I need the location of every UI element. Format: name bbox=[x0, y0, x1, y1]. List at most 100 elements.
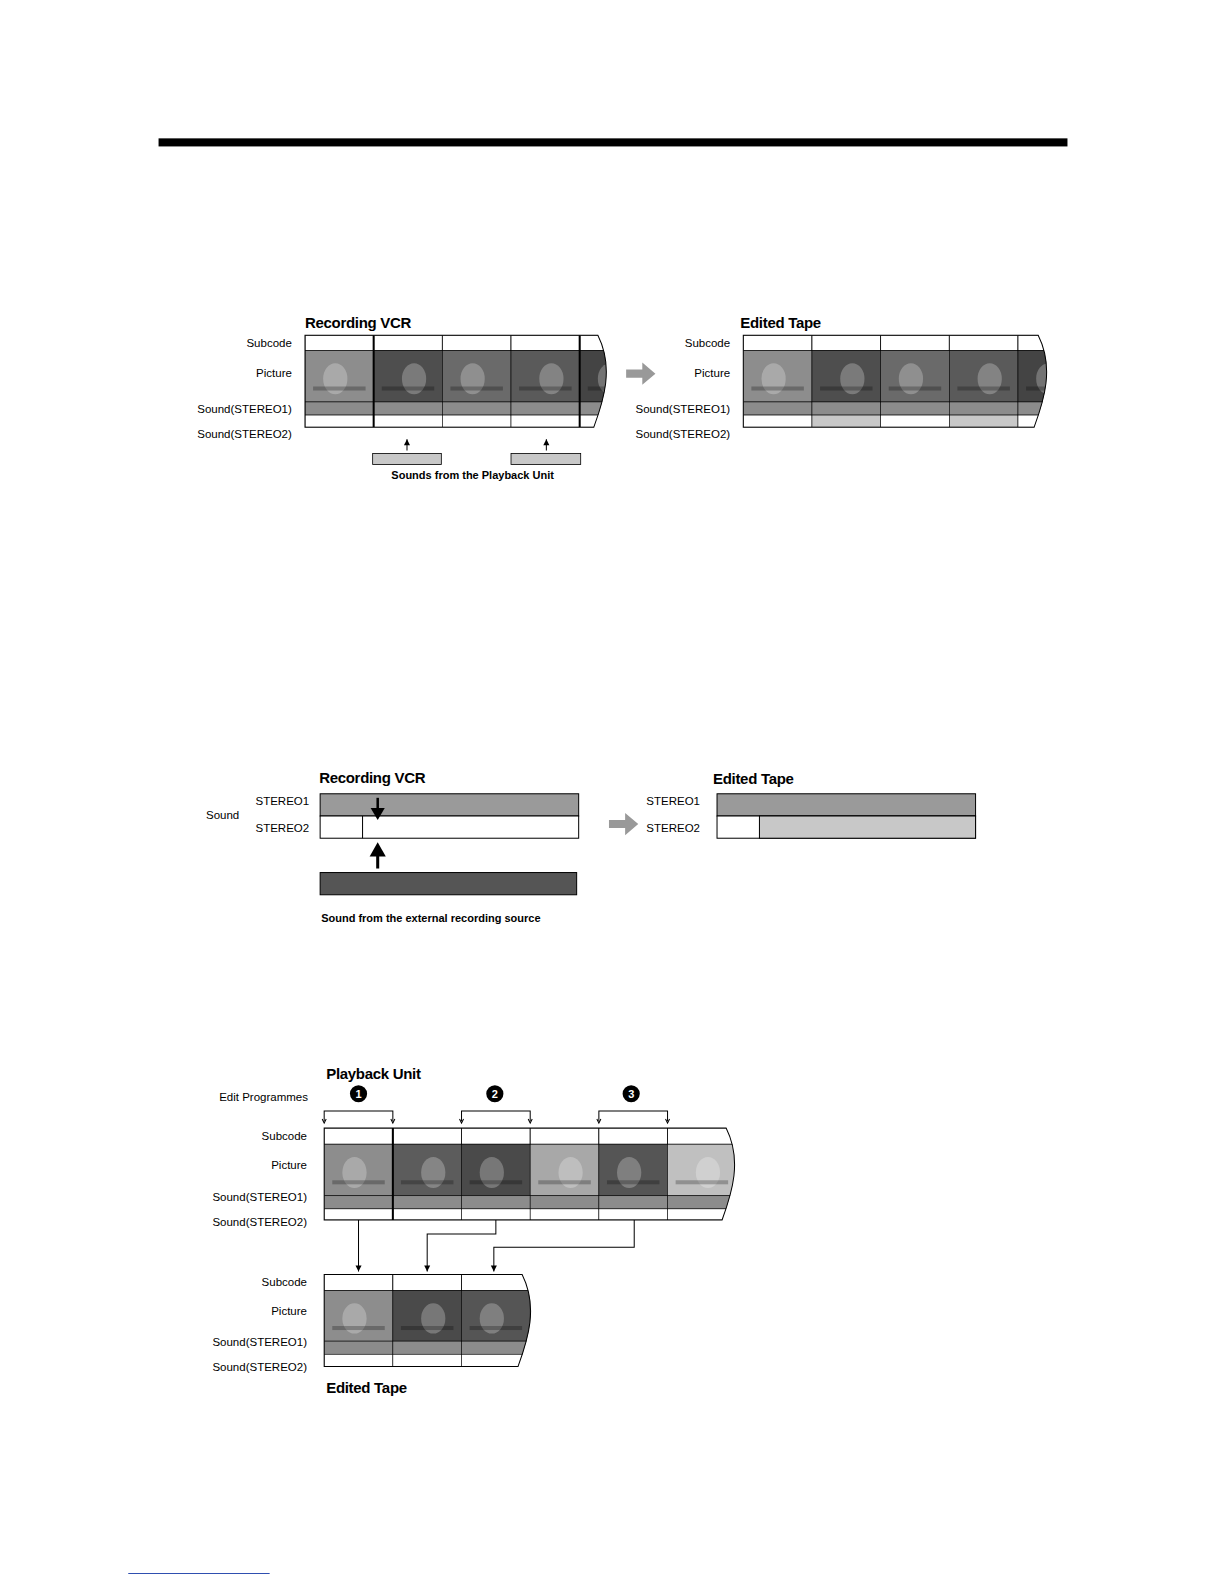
dubbed-sound bbox=[759, 816, 975, 838]
subcode-cell bbox=[1018, 335, 1087, 350]
stereo2-track bbox=[305, 415, 374, 427]
subcode-cell bbox=[462, 1274, 531, 1290]
stereo1-track bbox=[393, 1341, 462, 1354]
subcode-cell bbox=[668, 1128, 737, 1144]
in-point-arrow-head bbox=[371, 808, 385, 820]
section-title: Recording VCR bbox=[305, 315, 411, 332]
source-note: Sound from the external recording source bbox=[321, 912, 540, 924]
subcode-cell bbox=[324, 1274, 393, 1290]
callout-number: 1 bbox=[355, 1088, 361, 1100]
transfer-arrow bbox=[626, 363, 655, 385]
bracket-tick bbox=[460, 1119, 464, 1123]
picture-frame bbox=[324, 1291, 393, 1341]
picture-detail bbox=[676, 1180, 729, 1184]
stereo1-track bbox=[1018, 402, 1087, 415]
external-source-bar bbox=[320, 873, 577, 895]
track-label: Sound(STEREO2) bbox=[636, 428, 731, 441]
track-label: Sound(STEREO1) bbox=[636, 403, 731, 416]
callout-circle bbox=[623, 1085, 640, 1102]
tape-strip bbox=[324, 1274, 530, 1366]
track-label: Subcode bbox=[262, 1130, 307, 1143]
section-title: Edited Tape bbox=[713, 770, 794, 787]
picture-detail bbox=[889, 386, 942, 390]
tape-outline bbox=[743, 335, 1046, 427]
stereo1-track bbox=[324, 1341, 393, 1354]
picture-frame bbox=[881, 350, 950, 402]
section-title: Playback Unit bbox=[326, 1065, 420, 1082]
picture-frame bbox=[511, 350, 580, 402]
section-title: Edited Tape bbox=[326, 1379, 407, 1396]
picture-detail bbox=[538, 1180, 591, 1184]
picture-detail bbox=[382, 386, 435, 390]
source-note: Sounds from the Playback Unit bbox=[391, 469, 554, 481]
track-label: Sound(STEREO1) bbox=[212, 1190, 307, 1203]
stereo1-track bbox=[393, 1196, 462, 1209]
tape-outline bbox=[324, 1128, 734, 1220]
stereo2-track bbox=[374, 415, 443, 427]
stereo1-track bbox=[812, 402, 881, 415]
track-label: Subcode bbox=[262, 1275, 307, 1288]
tape-strip bbox=[743, 335, 1086, 427]
subcode-cell bbox=[442, 335, 511, 350]
stereo2-track bbox=[324, 1354, 393, 1366]
picture-frame bbox=[668, 1144, 737, 1196]
stereo1-track bbox=[599, 1196, 668, 1209]
picture-detail bbox=[450, 386, 503, 390]
picture-frame bbox=[324, 1144, 393, 1196]
picture-frame bbox=[1018, 350, 1087, 402]
picture-frame bbox=[530, 1144, 599, 1196]
picture-frame bbox=[812, 350, 881, 402]
picture-detail bbox=[332, 1180, 385, 1184]
subcode-cell bbox=[393, 1274, 462, 1290]
stereo2-track bbox=[743, 415, 812, 427]
picture-frame bbox=[393, 1291, 462, 1341]
track-label: Picture bbox=[256, 366, 292, 379]
stereo1-track bbox=[462, 1196, 531, 1209]
track-label: Picture bbox=[271, 1159, 307, 1172]
track-label: Sound(STEREO1) bbox=[212, 1336, 307, 1349]
track-label: Picture bbox=[694, 366, 730, 379]
subcode-cell bbox=[599, 1128, 668, 1144]
stereo1-track bbox=[305, 402, 374, 415]
copy-arrow-head bbox=[355, 1265, 361, 1271]
track-label: STEREO2 bbox=[646, 822, 700, 835]
header-rule bbox=[159, 138, 1068, 146]
track-label: Sound(STEREO2) bbox=[212, 1361, 307, 1374]
stereo2-track bbox=[511, 415, 580, 427]
tape-strip bbox=[305, 335, 648, 427]
picture-detail bbox=[332, 1326, 385, 1330]
subcode-cell bbox=[324, 1128, 393, 1144]
subcode-cell bbox=[374, 335, 443, 350]
subcode-cell bbox=[462, 1128, 531, 1144]
picture-frame bbox=[949, 350, 1018, 402]
stereo2-bar bbox=[320, 816, 579, 838]
stereo2-track bbox=[324, 1209, 393, 1220]
tape-outline bbox=[305, 335, 606, 427]
bracket bbox=[599, 1111, 668, 1121]
transfer-arrow bbox=[609, 813, 638, 835]
picture-detail bbox=[519, 386, 572, 390]
track-label: Sound bbox=[206, 809, 239, 822]
bracket-tick bbox=[597, 1119, 601, 1123]
picture-frame bbox=[462, 1144, 531, 1196]
footer-rule bbox=[128, 1573, 269, 1574]
picture-frame bbox=[462, 1291, 531, 1341]
stereo1-track bbox=[530, 1196, 599, 1209]
stereo2-track bbox=[599, 1209, 668, 1220]
dub-arrow-head bbox=[543, 439, 549, 445]
stereo2-track bbox=[462, 1209, 531, 1220]
stereo1-track bbox=[881, 402, 950, 415]
copy-arrow bbox=[358, 1220, 359, 1272]
subcode-cell bbox=[530, 1128, 599, 1144]
picture-frame bbox=[743, 350, 812, 402]
picture-detail bbox=[607, 1180, 660, 1184]
picture-frame bbox=[393, 1144, 462, 1196]
playback-sound-block bbox=[373, 453, 442, 464]
picture-frame bbox=[442, 350, 511, 402]
stereo1-bar bbox=[717, 794, 976, 816]
picture-detail bbox=[401, 1326, 454, 1330]
track-label: Subcode bbox=[246, 337, 291, 350]
bracket-tick bbox=[528, 1119, 532, 1123]
source-arrow-head bbox=[370, 842, 386, 856]
